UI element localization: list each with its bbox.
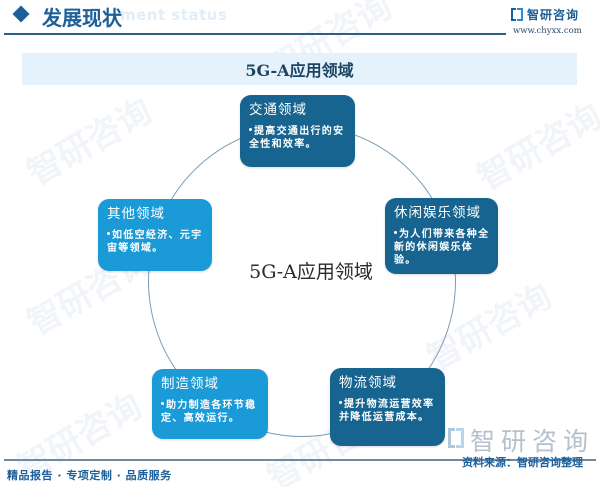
center-label: 5G-A应用领域	[249, 261, 373, 283]
diamond-icon	[12, 5, 30, 23]
watermark: 智研咨询	[20, 91, 159, 194]
brand-mark-icon	[511, 8, 523, 21]
watermark: 智研咨询	[470, 96, 600, 199]
node-title: 休闲娱乐领域	[394, 205, 481, 221]
footer-tagline: 精品报告 · 专项定制 · 品质服务	[7, 469, 172, 482]
node-description: 提升物流运营效率并降低运营成本。	[339, 399, 435, 423]
brand-url: www.chyxx.com	[513, 26, 582, 36]
node-transport: 交通领域 提高交通出行的安全性和效率。	[240, 95, 355, 167]
node-leisure: 休闲娱乐领域 为人们带来各种全新的休闲娱乐体验。	[385, 198, 498, 274]
bullet-icon	[339, 401, 342, 404]
watermark-brand: 智研咨询	[448, 424, 598, 456]
node-description: 助力制造各环节稳定、高效运行。	[161, 400, 257, 424]
node-title: 交通领域	[249, 102, 307, 118]
header-ghost-text: ment status	[120, 6, 228, 24]
brand-mark-icon	[448, 428, 464, 448]
footer-divider	[4, 459, 596, 461]
node-logistics: 物流领域 提升物流运营效率并降低运营成本。	[330, 368, 445, 446]
bullet-icon	[107, 232, 110, 235]
node-description: 为人们带来各种全新的休闲娱乐体验。	[394, 229, 490, 266]
node-description: 提高交通出行的安全性和效率。	[249, 126, 345, 150]
bullet-icon	[249, 128, 252, 131]
node-title: 物流领域	[339, 375, 397, 391]
node-other: 其他领域 如低空经济、元宇宙等领域。	[98, 199, 212, 271]
source-note: 资料来源：智研咨询整理	[462, 456, 583, 469]
bullet-icon	[161, 402, 164, 405]
node-title: 制造领域	[161, 376, 219, 392]
brand-name: 智研咨询	[527, 8, 580, 22]
node-title: 其他领域	[107, 206, 165, 222]
diagram-title-banner: 5G-A应用领域	[22, 53, 577, 85]
node-manufacturing: 制造领域 助力制造各环节稳定、高效运行。	[152, 369, 268, 439]
header-divider	[4, 33, 506, 35]
page-header: ment status 发展现状	[0, 0, 600, 36]
bullet-icon	[394, 231, 397, 234]
section-title: 发展现状	[42, 6, 122, 30]
node-description: 如低空经济、元宇宙等领域。	[107, 230, 203, 254]
diagram-title: 5G-A应用领域	[245, 61, 354, 80]
